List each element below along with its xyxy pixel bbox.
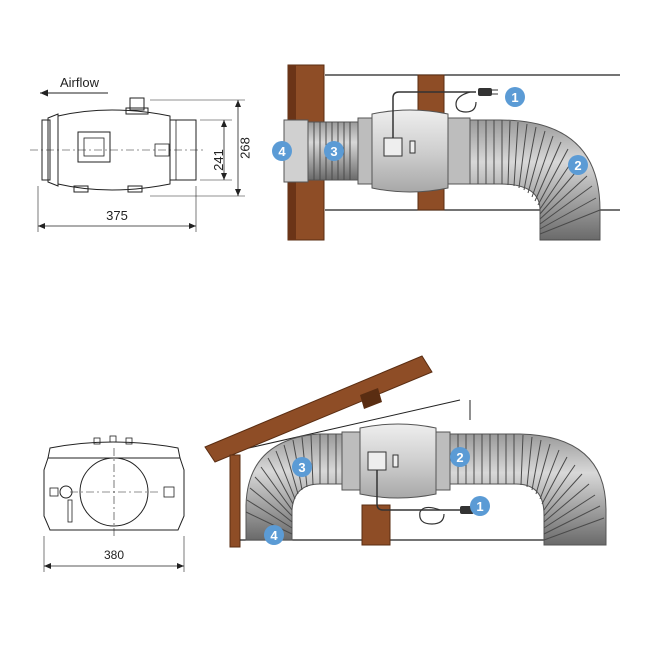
floor-joist — [361, 504, 391, 546]
front-view-drawing: 380 — [43, 435, 185, 572]
attic-fan-unit — [341, 423, 451, 499]
wall-post — [229, 454, 241, 548]
attic-intake-flex-duct — [245, 433, 343, 541]
top-badge-1: 1 — [505, 87, 525, 107]
dim-width-label: 380 — [104, 548, 124, 562]
svg-text:2: 2 — [456, 450, 463, 465]
svg-text:3: 3 — [330, 144, 337, 159]
dim-outer-label: 268 — [237, 137, 252, 159]
svg-text:1: 1 — [511, 90, 518, 105]
bottom-badge-1: 1 — [470, 496, 490, 516]
attic-outlet-flex-duct — [449, 433, 607, 546]
dim-length-label: 375 — [106, 208, 128, 223]
roof-rafter — [204, 355, 433, 463]
wall-installation-scene: 1 2 3 4 — [272, 64, 620, 241]
svg-text:4: 4 — [270, 528, 278, 543]
fan-unit-icon — [357, 109, 471, 193]
top-badge-3: 3 — [324, 141, 344, 161]
svg-text:1: 1 — [476, 499, 483, 514]
airflow-arrow-icon — [40, 89, 108, 97]
svg-text:2: 2 — [574, 158, 581, 173]
side-view-drawing: Airflow 241 268 — [30, 75, 252, 232]
bottom-badge-4: 4 — [264, 525, 284, 545]
top-badge-2: 2 — [568, 155, 588, 175]
airflow-label: Airflow — [60, 75, 100, 90]
attic-installation-scene: 1 2 3 4 — [204, 355, 607, 548]
bottom-badge-2: 2 — [450, 447, 470, 467]
dim-inner-label: 241 — [211, 149, 226, 171]
bottom-badge-3: 3 — [292, 457, 312, 477]
front-view-duct-circle — [79, 457, 149, 527]
svg-text:4: 4 — [278, 144, 286, 159]
outlet-flex-duct — [469, 119, 601, 241]
top-badge-4: 4 — [272, 141, 292, 161]
plug-icon — [392, 88, 498, 138]
svg-text:3: 3 — [298, 460, 305, 475]
